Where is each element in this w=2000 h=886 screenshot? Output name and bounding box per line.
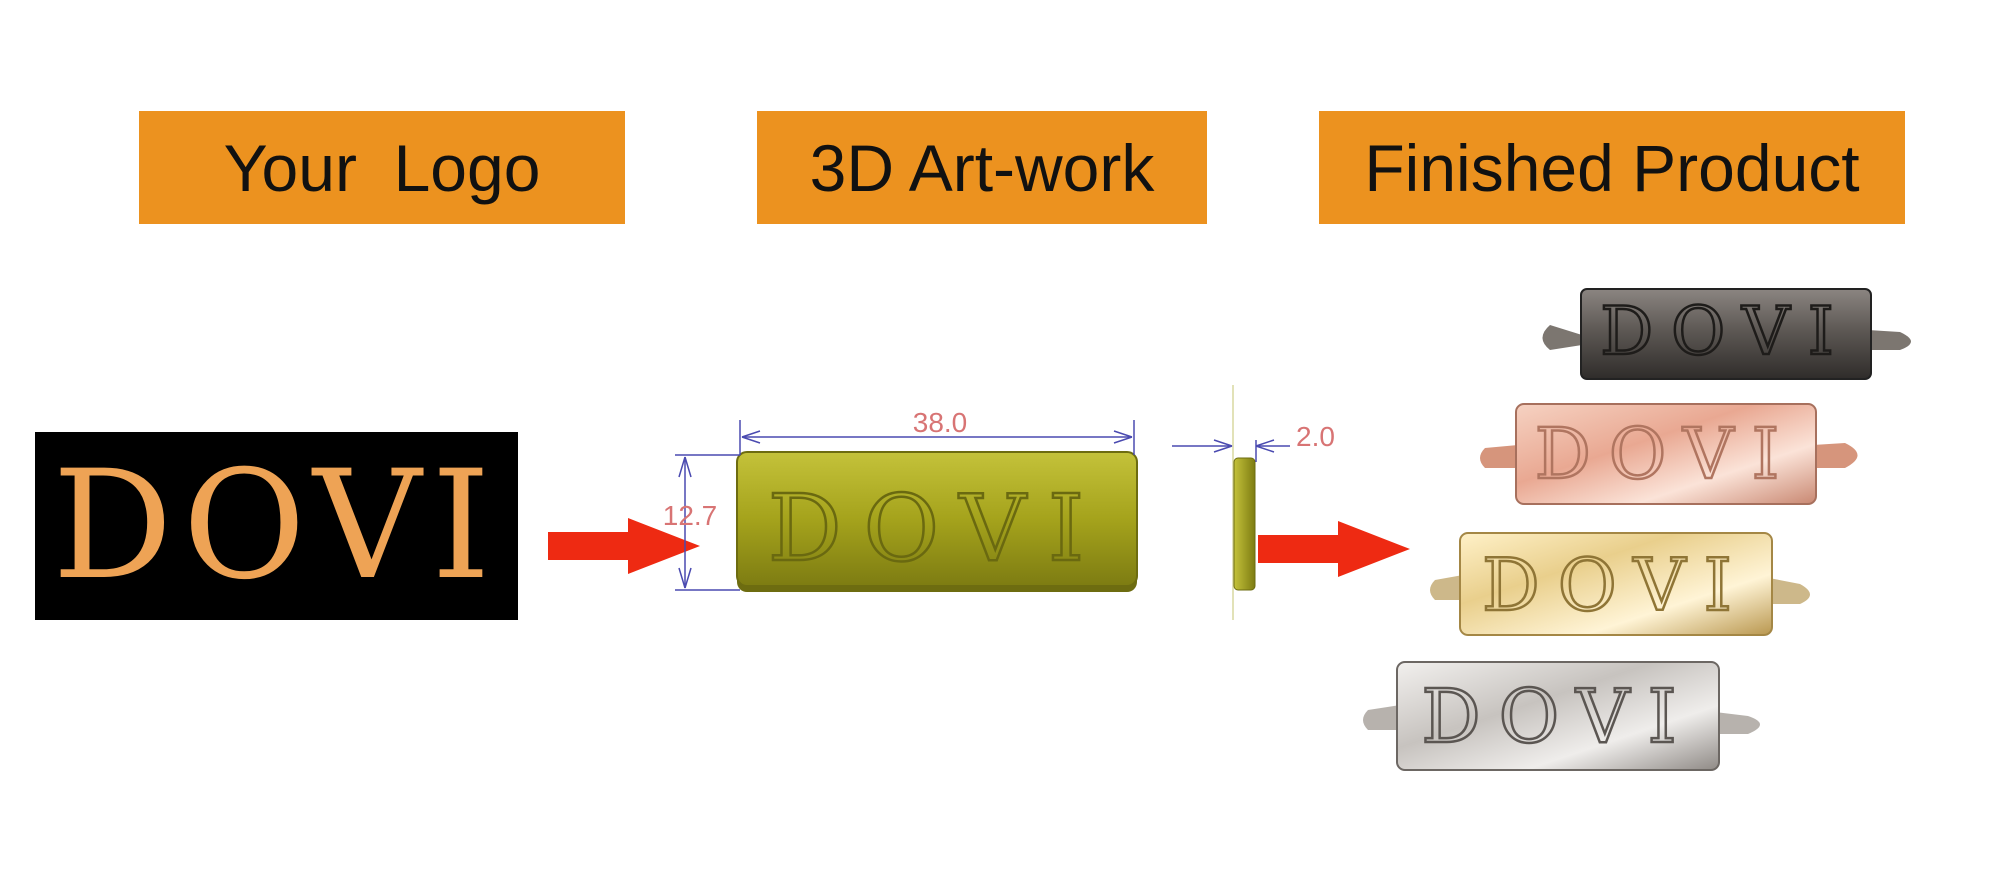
side-profile: 2.0 [1172,385,1335,620]
product-gold: DOVI [1430,532,1810,636]
header-your-logo: Your Logo [139,111,625,224]
product-gunmetal: DOVI [1542,288,1911,380]
height-dimension: 12.7 [663,454,740,591]
product-text: DOVI [1600,293,1852,370]
product-text: DOVI [1482,543,1750,627]
thickness-dimension-label: 2.0 [1296,421,1335,452]
product-text: DOVI [1535,413,1797,495]
product-text: DOVI [1421,674,1694,760]
logo-text: DOVI [52,439,501,613]
customer-logo-panel: DOVI [35,432,518,620]
height-dimension-label: 12.7 [663,500,718,531]
width-dimension: 38.0 [739,407,1135,455]
width-dimension-label: 38.0 [913,407,968,438]
artwork-plate: DOVI [736,451,1138,592]
header-finished-product: Finished Product [1319,111,1905,224]
product-rose-gold: DOVI [1480,403,1858,505]
arrow-right-icon [1258,521,1410,577]
header-3d-artwork: 3D Art-work [757,111,1207,224]
arrow-right-icon [548,518,700,574]
artwork-plate-text: DOVI [768,475,1106,582]
product-silver: DOVI [1363,661,1760,771]
